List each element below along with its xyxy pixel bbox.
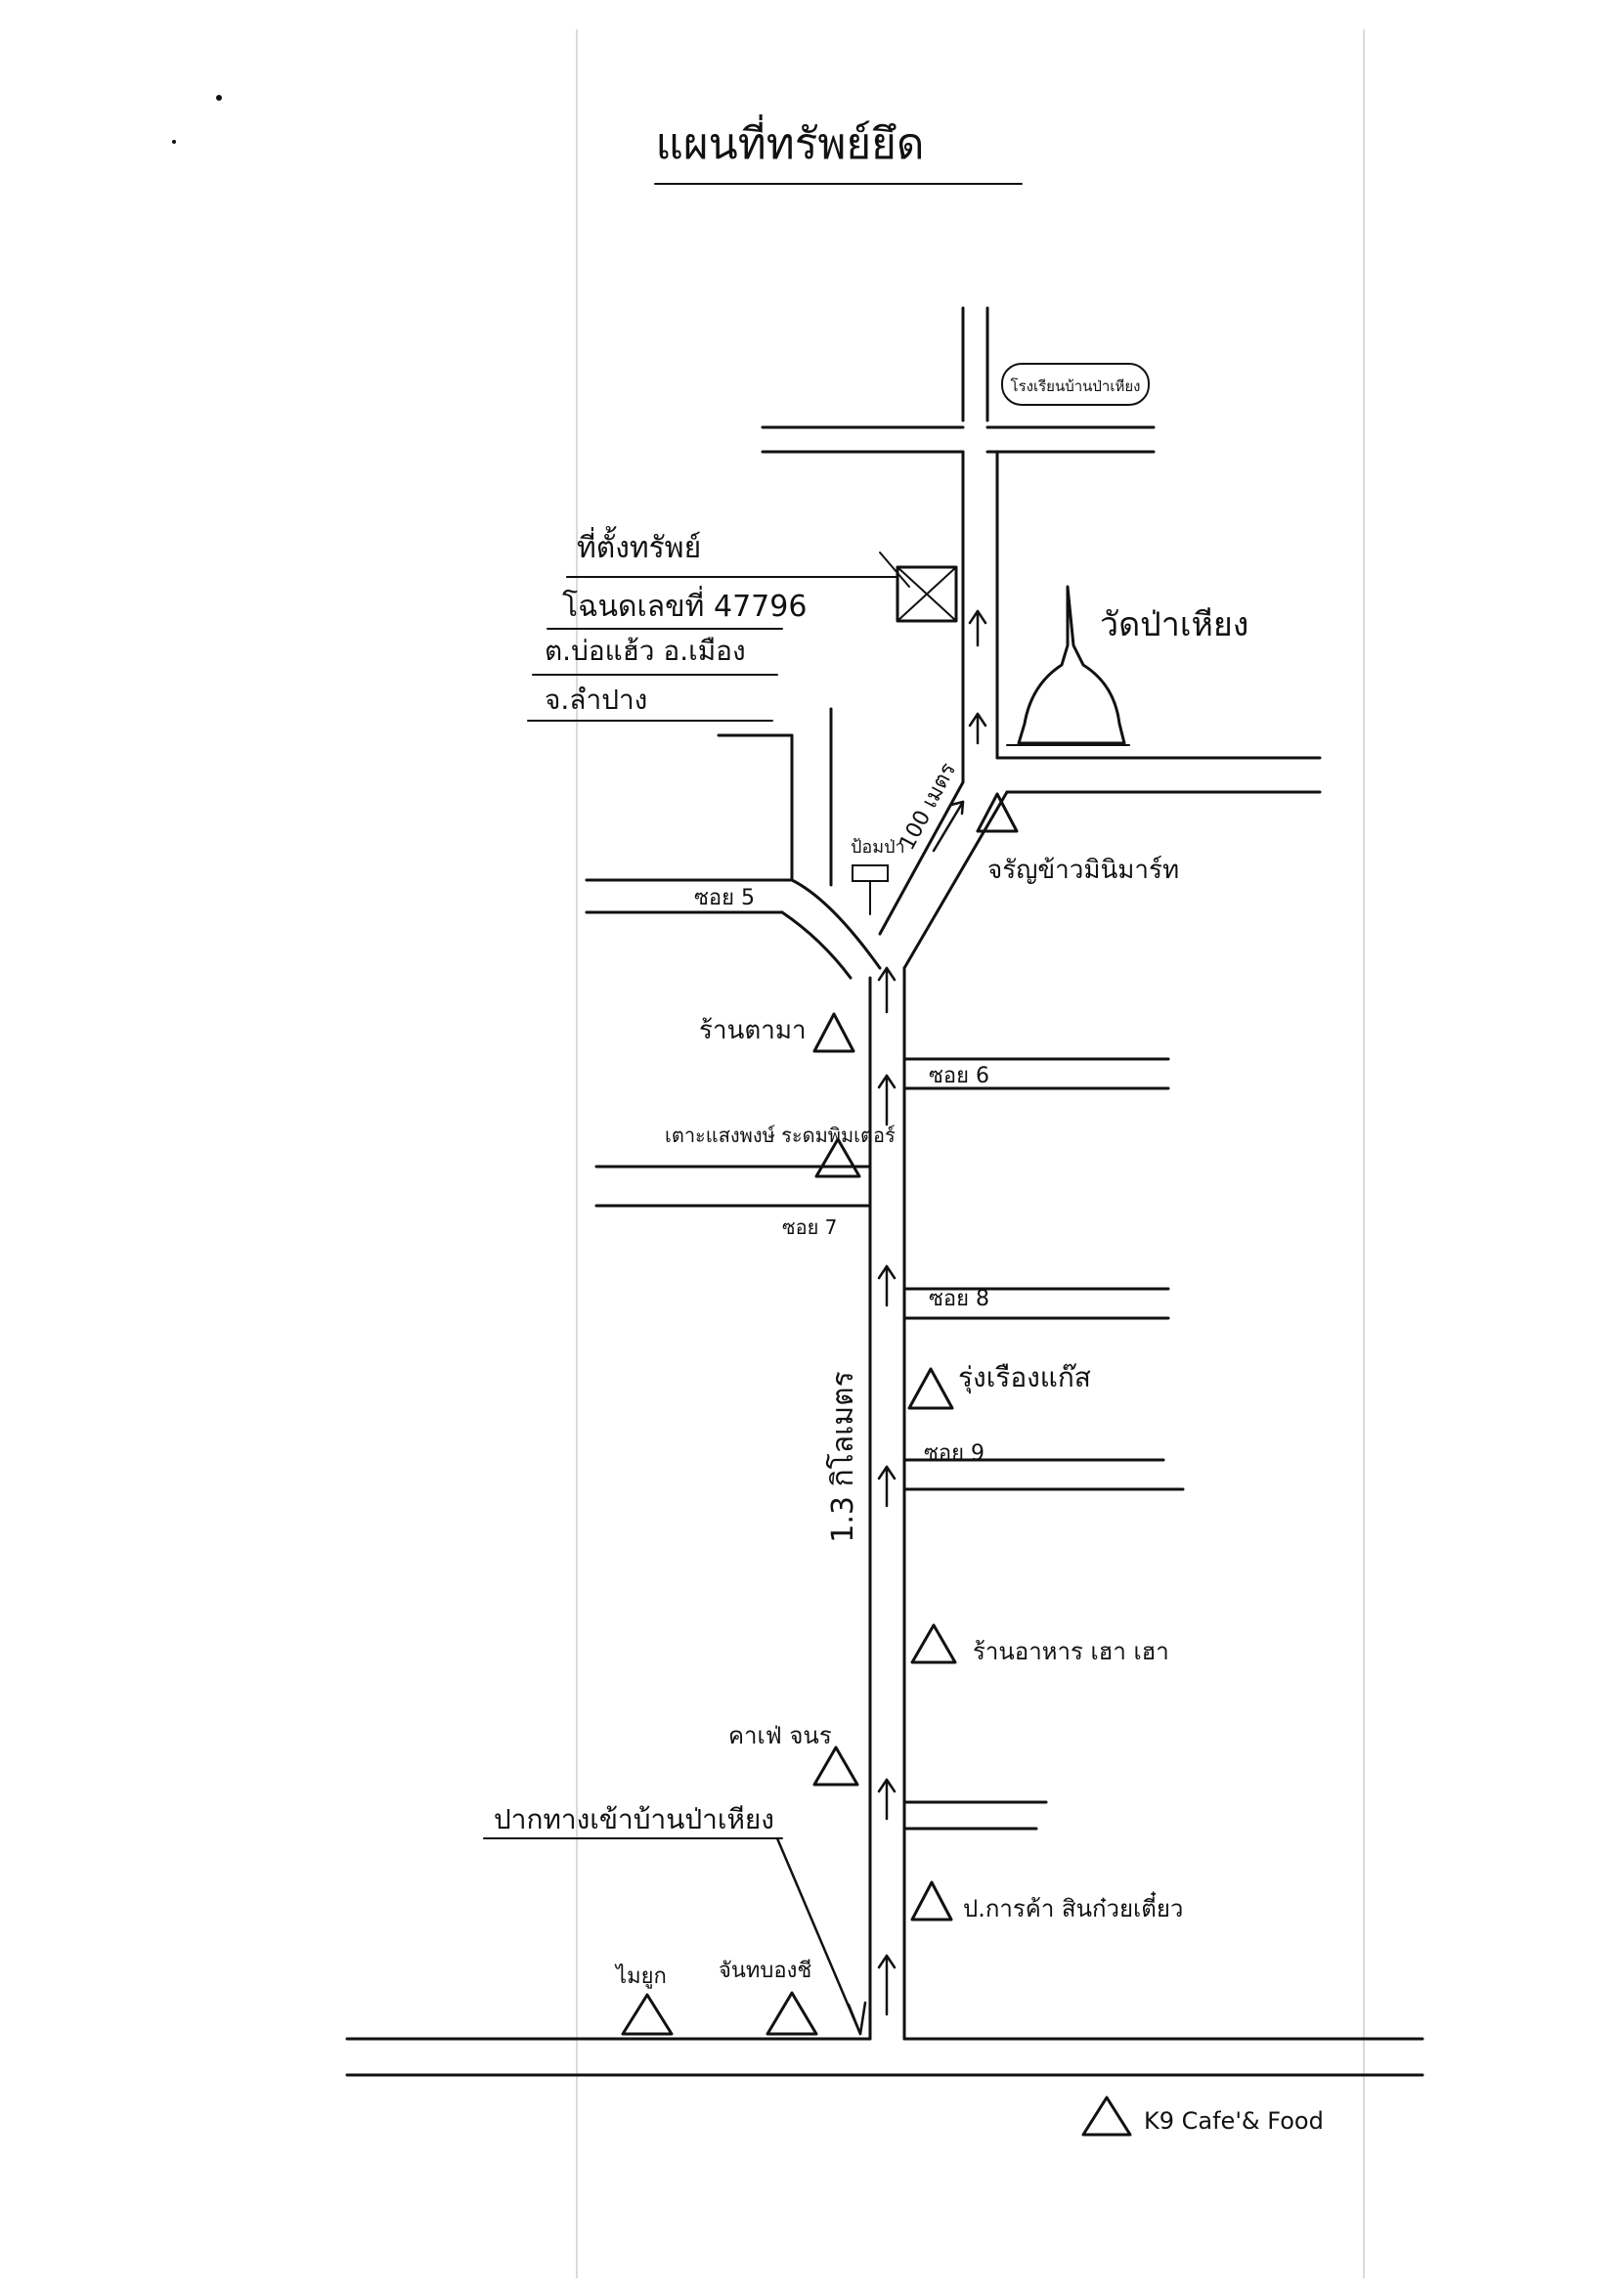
property-label-line2: โฉนดเลขที่ 47796 bbox=[562, 586, 807, 624]
property-parcel-cross bbox=[897, 566, 957, 622]
road-edge bbox=[902, 790, 1009, 970]
temple-label: วัดป่าเหียง bbox=[1100, 605, 1248, 644]
map-title: แผนที่ทรัพย์ยึด bbox=[656, 113, 925, 169]
road-edge bbox=[780, 910, 853, 980]
intersection-store-label: จรัญข้าวมินิมาร์ท bbox=[987, 856, 1179, 885]
soi-8-label: ซอย 8 bbox=[929, 1287, 989, 1311]
scan-speck bbox=[172, 140, 176, 144]
landmark-triangle-icon bbox=[907, 1367, 954, 1410]
school-sign-box bbox=[1001, 363, 1150, 406]
bus-stop-label: ป้อมป่า bbox=[851, 837, 905, 858]
school-sign-label: โรงเรียนบ้านป่าเหียง bbox=[1011, 377, 1141, 395]
landmark-triangle-icon bbox=[814, 1137, 861, 1178]
gas-shop-label: รุ่งเรืองแก๊ส bbox=[958, 1361, 1091, 1394]
landmark-triangle-icon bbox=[1081, 2096, 1132, 2137]
property-label-line4: จ.ลำปาง bbox=[545, 684, 647, 716]
road-edge bbox=[790, 878, 882, 970]
landmark-triangle-icon bbox=[910, 1880, 953, 1921]
soi-7-label: ซอย 7 bbox=[782, 1215, 837, 1239]
soi-9-label: ซอย 9 bbox=[924, 1441, 985, 1466]
direction-arrows bbox=[877, 609, 987, 2016]
scan-speck bbox=[216, 95, 222, 101]
soi-5-label: ซอย 5 bbox=[694, 886, 755, 910]
entrance-pointer-head bbox=[847, 2001, 867, 2036]
soi-6-label: ซอย 6 bbox=[929, 1064, 989, 1088]
cafe-jumnong-label: คาเฟ่ จนร bbox=[728, 1722, 832, 1749]
landmark-triangle-icon bbox=[812, 1745, 859, 1787]
shop-tama-label: ร้านตามา bbox=[699, 1016, 807, 1045]
property-parcel-marker bbox=[896, 565, 958, 623]
landmark-triangle-icon bbox=[812, 1012, 855, 1053]
jumnong-soi-label: จันทบองชี bbox=[719, 1959, 811, 1983]
landmark-triangle-icon bbox=[976, 792, 1019, 833]
noodle-shop-label: ป.การค้า สินก๋วยเตี๋ยว bbox=[963, 1891, 1183, 1922]
bus-stop-icon bbox=[852, 864, 889, 915]
property-label-line1: ที่ตั้งทรัพย์ bbox=[577, 526, 701, 565]
distance-1-3km-label: 1.3 กิโลเมตร bbox=[825, 1371, 860, 1543]
landmark-triangle-icon bbox=[766, 1991, 818, 2036]
property-pointer-line bbox=[879, 552, 910, 588]
miyuki-label: ไมยูก bbox=[614, 1964, 667, 1989]
landmark-triangle-icon bbox=[910, 1623, 957, 1664]
k9-cafe-label: K9 Cafe'& Food bbox=[1144, 2107, 1324, 2135]
property-label-line3: ต.บ่อแฮ้ว อ.เมือง bbox=[545, 635, 746, 667]
garden-shop-label: เตาะแสงพงษ์ ระดมพิมเตอร์ bbox=[665, 1124, 896, 1147]
main-entrance-label: ปากทางเข้าบ้านป่าเหียง bbox=[494, 1803, 774, 1835]
restaurant-label: ร้านอาหาร เฮา เฮา bbox=[973, 1638, 1169, 1665]
landmark-triangle-icon bbox=[621, 1993, 674, 2036]
temple-stupa-icon bbox=[1006, 585, 1130, 746]
entrance-pointer bbox=[775, 1836, 862, 2036]
road-edge bbox=[878, 780, 965, 936]
